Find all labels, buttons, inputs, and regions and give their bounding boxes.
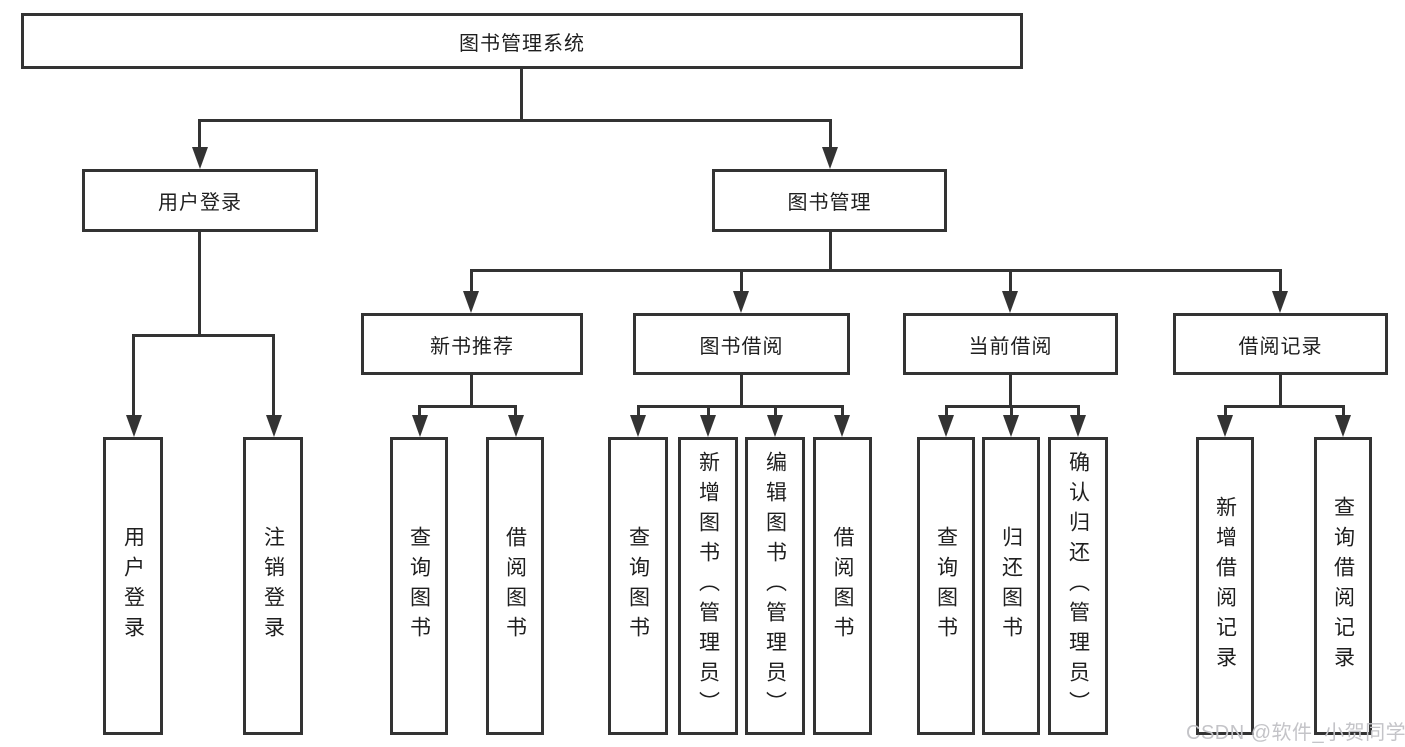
connector-line [1279, 269, 1282, 293]
leaf-recommend-borrow-books-label: 借阅图书 [503, 526, 527, 646]
connector-line [841, 405, 844, 417]
leaf-user-login-label: 用户登录 [121, 526, 145, 646]
connector-line [470, 375, 473, 407]
arrow-down-icon [1070, 415, 1086, 437]
leaf-borrow-books: 借阅图书 [813, 437, 872, 735]
arrow-down-icon [700, 415, 716, 437]
leaf-return-book-label: 归还图书 [999, 526, 1023, 646]
connector-line [470, 269, 1282, 272]
connector-line [1342, 405, 1345, 417]
connector-line [1224, 405, 1227, 417]
leaf-logout-label: 注销登录 [261, 526, 285, 646]
leaf-recommend-query-books-label: 查询图书 [407, 526, 431, 646]
leaf-recommend-borrow-books: 借阅图书 [486, 437, 544, 735]
connector-line [470, 269, 473, 293]
arrow-down-icon [1003, 415, 1019, 437]
connector-line [829, 232, 832, 272]
arrow-down-icon [508, 415, 524, 437]
connector-line [1077, 405, 1080, 417]
connector-line [132, 334, 275, 337]
connector-line [272, 334, 275, 417]
node-root: 图书管理系统 [21, 13, 1023, 69]
arrow-down-icon [733, 291, 749, 313]
leaf-borrow-query-books: 查询图书 [608, 437, 668, 735]
node-current-borrow-label: 当前借阅 [968, 335, 1053, 358]
connector-line [637, 405, 640, 417]
leaf-edit-book-admin-label: 编辑图书（管理员） [763, 451, 787, 721]
arrow-down-icon [630, 415, 646, 437]
leaf-add-borrow-record: 新增借阅记录 [1196, 437, 1254, 735]
leaf-add-book-admin: 新增图书（管理员） [678, 437, 738, 735]
arrow-down-icon [1335, 415, 1351, 437]
connector-line [774, 405, 777, 417]
node-book-management: 图书管理 [712, 169, 947, 232]
leaf-current-query-books-label: 查询图书 [934, 526, 958, 646]
arrow-down-icon [412, 415, 428, 437]
node-book-borrow: 图书借阅 [633, 313, 850, 375]
connector-line [132, 334, 135, 417]
leaf-borrow-query-books-label: 查询图书 [626, 526, 650, 646]
node-new-book-recommend: 新书推荐 [361, 313, 583, 375]
leaf-query-borrow-record-label: 查询借阅记录 [1331, 496, 1355, 676]
leaf-confirm-return-admin-label: 确认归还（管理员） [1066, 451, 1090, 721]
connector-line [740, 375, 743, 407]
node-book-borrow-label: 图书借阅 [699, 335, 784, 358]
leaf-edit-book-admin: 编辑图书（管理员） [745, 437, 805, 735]
connector-line [1224, 405, 1345, 408]
connector-line [1279, 375, 1282, 407]
leaf-recommend-query-books: 查询图书 [390, 437, 448, 735]
arrow-down-icon [266, 415, 282, 437]
connector-line [418, 405, 517, 408]
node-current-borrow: 当前借阅 [903, 313, 1118, 375]
leaf-current-query-books: 查询图书 [917, 437, 975, 735]
arrow-down-icon [767, 415, 783, 437]
arrow-down-icon [463, 291, 479, 313]
connector-line [520, 69, 523, 121]
connector-line [1010, 405, 1013, 417]
node-borrow-records-label: 借阅记录 [1238, 335, 1323, 358]
node-user-login-branch-label: 用户登录 [158, 192, 242, 214]
connector-line [514, 405, 517, 417]
connector-line [1009, 269, 1012, 293]
connector-line [945, 405, 948, 417]
leaf-add-borrow-record-label: 新增借阅记录 [1213, 496, 1237, 676]
node-user-login-branch: 用户登录 [82, 169, 318, 232]
node-root-label: 图书管理系统 [459, 32, 585, 55]
connector-line [637, 405, 844, 408]
connector-line [829, 119, 832, 149]
connector-line [418, 405, 421, 417]
leaf-query-borrow-record: 查询借阅记录 [1314, 437, 1372, 735]
node-new-book-recommend-label: 新书推荐 [430, 335, 514, 358]
leaf-borrow-books-label: 借阅图书 [831, 526, 854, 646]
connector-line [707, 405, 710, 417]
arrow-down-icon [822, 147, 838, 169]
node-book-management-label: 图书管理 [787, 192, 872, 214]
leaf-user-login: 用户登录 [103, 437, 163, 735]
connector-line [198, 232, 201, 337]
node-borrow-records: 借阅记录 [1173, 313, 1388, 375]
arrow-down-icon [1217, 415, 1233, 437]
arrow-down-icon [834, 415, 850, 437]
watermark: CSDN @软件_小贺同学 [1186, 722, 1405, 744]
connector-line [740, 269, 743, 293]
leaf-logout: 注销登录 [243, 437, 303, 735]
arrow-down-icon [1002, 291, 1018, 313]
leaf-add-book-admin-label: 新增图书（管理员） [696, 451, 720, 721]
leaf-return-book: 归还图书 [982, 437, 1040, 735]
connector-line [198, 119, 832, 122]
arrow-down-icon [938, 415, 954, 437]
connector-line [198, 119, 201, 149]
arrow-down-icon [1272, 291, 1288, 313]
arrow-down-icon [126, 415, 142, 437]
leaf-confirm-return-admin: 确认归还（管理员） [1048, 437, 1108, 735]
arrow-down-icon [192, 147, 208, 169]
connector-line [1009, 375, 1012, 407]
